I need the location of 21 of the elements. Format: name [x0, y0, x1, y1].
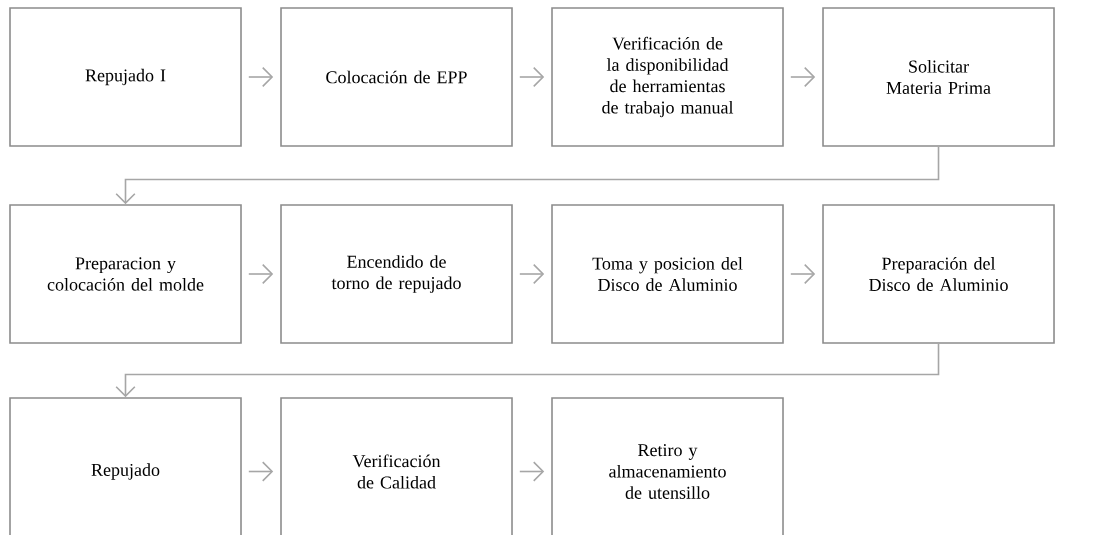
- process-box: Toma y posicion del Disco de Aluminio: [551, 204, 784, 344]
- arrow: [790, 66, 816, 88]
- process-box: Encendido de torno de repujado: [280, 204, 513, 344]
- arrow: [115, 343, 940, 398]
- arrow: [248, 263, 274, 285]
- arrow: [519, 461, 545, 482]
- process-box: Solicitar Materia Prima: [822, 7, 1055, 147]
- arrow: [248, 461, 274, 482]
- arrow: [248, 66, 274, 88]
- process-box: Retiro y almacenamiento de utensillo: [551, 397, 784, 535]
- process-box: Preparacion y colocación del molde: [9, 204, 242, 344]
- arrow: [115, 146, 940, 205]
- process-box: Repujado I: [9, 7, 242, 147]
- process-box: Colocación de EPP: [280, 7, 513, 147]
- process-box: Repujado: [9, 397, 242, 535]
- process-box: Verificación de Calidad: [280, 397, 513, 535]
- arrow: [519, 66, 545, 88]
- arrow: [790, 263, 816, 285]
- process-box: Verificación de la disponibilidad de herramientas de trabajo manual: [551, 7, 784, 147]
- arrow: [519, 263, 545, 285]
- process-box: Preparación del Disco de Aluminio: [822, 204, 1055, 344]
